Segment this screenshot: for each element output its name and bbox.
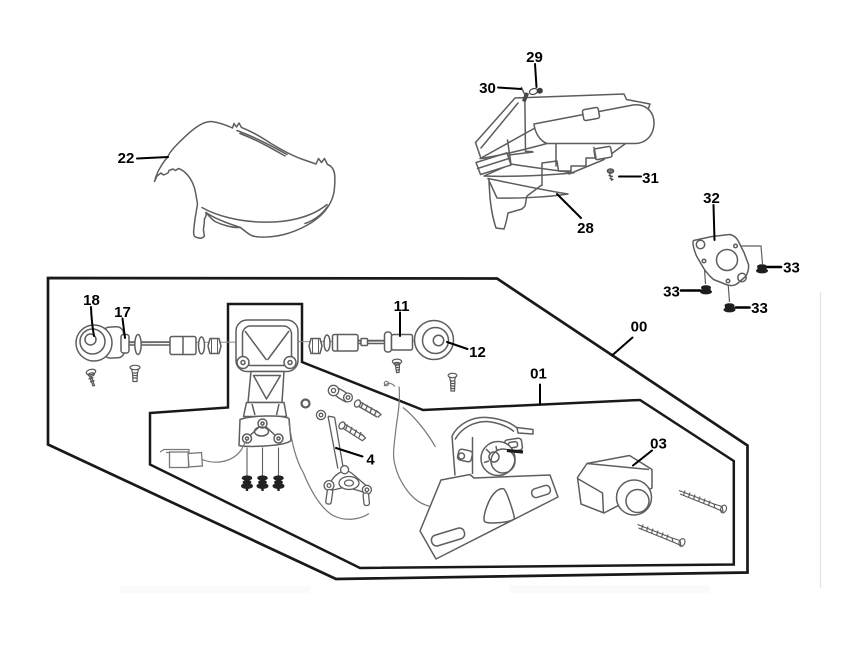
svg-text:22: 22: [118, 150, 135, 167]
svg-text:33: 33: [663, 284, 680, 301]
svg-text:12: 12: [469, 344, 486, 361]
svg-text:18: 18: [83, 292, 100, 309]
svg-text:31: 31: [642, 170, 659, 187]
svg-text:32: 32: [703, 190, 720, 207]
svg-text:28: 28: [577, 220, 594, 237]
svg-text:03: 03: [650, 436, 667, 453]
svg-text:11: 11: [394, 298, 410, 315]
svg-text:17: 17: [114, 304, 131, 321]
svg-text:4: 4: [366, 452, 375, 469]
svg-text:33: 33: [751, 300, 768, 317]
svg-text:30: 30: [479, 80, 496, 97]
svg-text:00: 00: [631, 319, 648, 336]
svg-text:29: 29: [526, 49, 543, 66]
svg-text:01: 01: [530, 366, 547, 383]
svg-text:33: 33: [783, 260, 800, 277]
